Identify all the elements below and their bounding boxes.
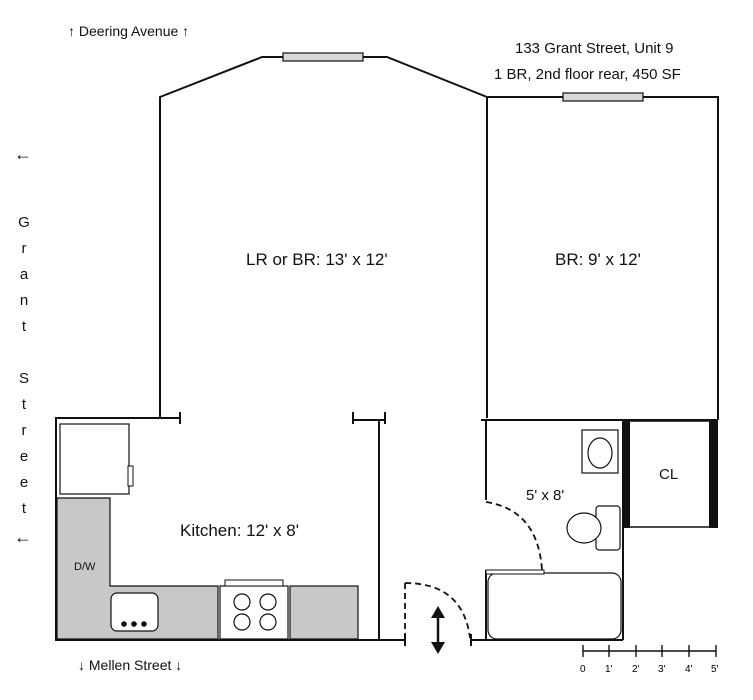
window [562,92,644,102]
scale-bar: 0 1' 2' 3' 4' 5' [580,645,719,675]
closet-wall [622,420,630,528]
scale-label: 2' [632,664,640,675]
burner [233,593,251,611]
closet-wall [709,420,718,528]
dishwasher-label: D/W [74,561,96,573]
sink-knob [141,621,147,627]
window [282,52,364,62]
grant-letter: G [18,214,30,231]
room-label-kitchen: Kitchen: 12' x 8' [180,521,299,540]
room-label-bedroom: BR: 9' x 12' [555,250,641,269]
grant-letter: r [21,240,27,257]
grant-letter: n [19,292,29,309]
grant-letter: e [19,474,29,491]
tub-edge [485,569,545,575]
room-label-bath: 5' x 8' [526,487,565,504]
entry-arrow-head-down [431,642,445,654]
stove-backsplash [224,579,284,587]
scale-label: 0 [580,664,586,675]
street-label-deering: ↑ Deering Avenue ↑ [68,23,190,39]
left-arrow-icon: ← [14,527,32,547]
grant-letter: t [21,396,27,413]
burner [259,613,277,631]
burner [259,593,277,611]
grant-letter: e [19,448,29,465]
room-label-closet: CL [659,466,679,483]
sink-knob [131,621,137,627]
scale-label: 5' [711,664,719,675]
street-label-mellen: ↓ Mellen Street ↓ [78,657,183,673]
address-line-1: 133 Grant Street, Unit 9 [515,40,674,57]
refrigerator-handle [127,465,134,487]
kitchen-counter-right [289,585,359,640]
left-arrow-icon: ← [14,144,32,164]
address-line-2: 1 BR, 2nd floor rear, 450 SF [494,66,681,83]
refrigerator [59,423,130,495]
scale-label: 4' [685,664,693,675]
living-room-wall [159,56,488,418]
bathtub [487,572,622,640]
grant-letter: r [21,422,27,439]
entry-door-swing [404,582,471,639]
bathroom-door-swing [485,501,543,571]
scale-label: 3' [658,664,666,675]
closet [628,420,718,528]
grant-letter: t [21,318,27,335]
street-label-grant: G r a n t S t r e e t [14,210,34,522]
room-label-living: LR or BR: 13' x 12' [246,250,388,269]
entry-arrow-head-up [431,606,445,618]
burner [233,613,251,631]
sink-basin [587,437,613,469]
sink-knob [121,621,127,627]
stove [219,585,289,640]
grant-letter: t [21,500,27,517]
scale-label: 1' [605,664,613,675]
grant-letter: a [19,266,29,283]
toilet-bowl [566,512,602,544]
kitchen-wall [55,417,405,641]
kitchen-counter [56,497,219,640]
grant-letter: S [18,370,29,387]
